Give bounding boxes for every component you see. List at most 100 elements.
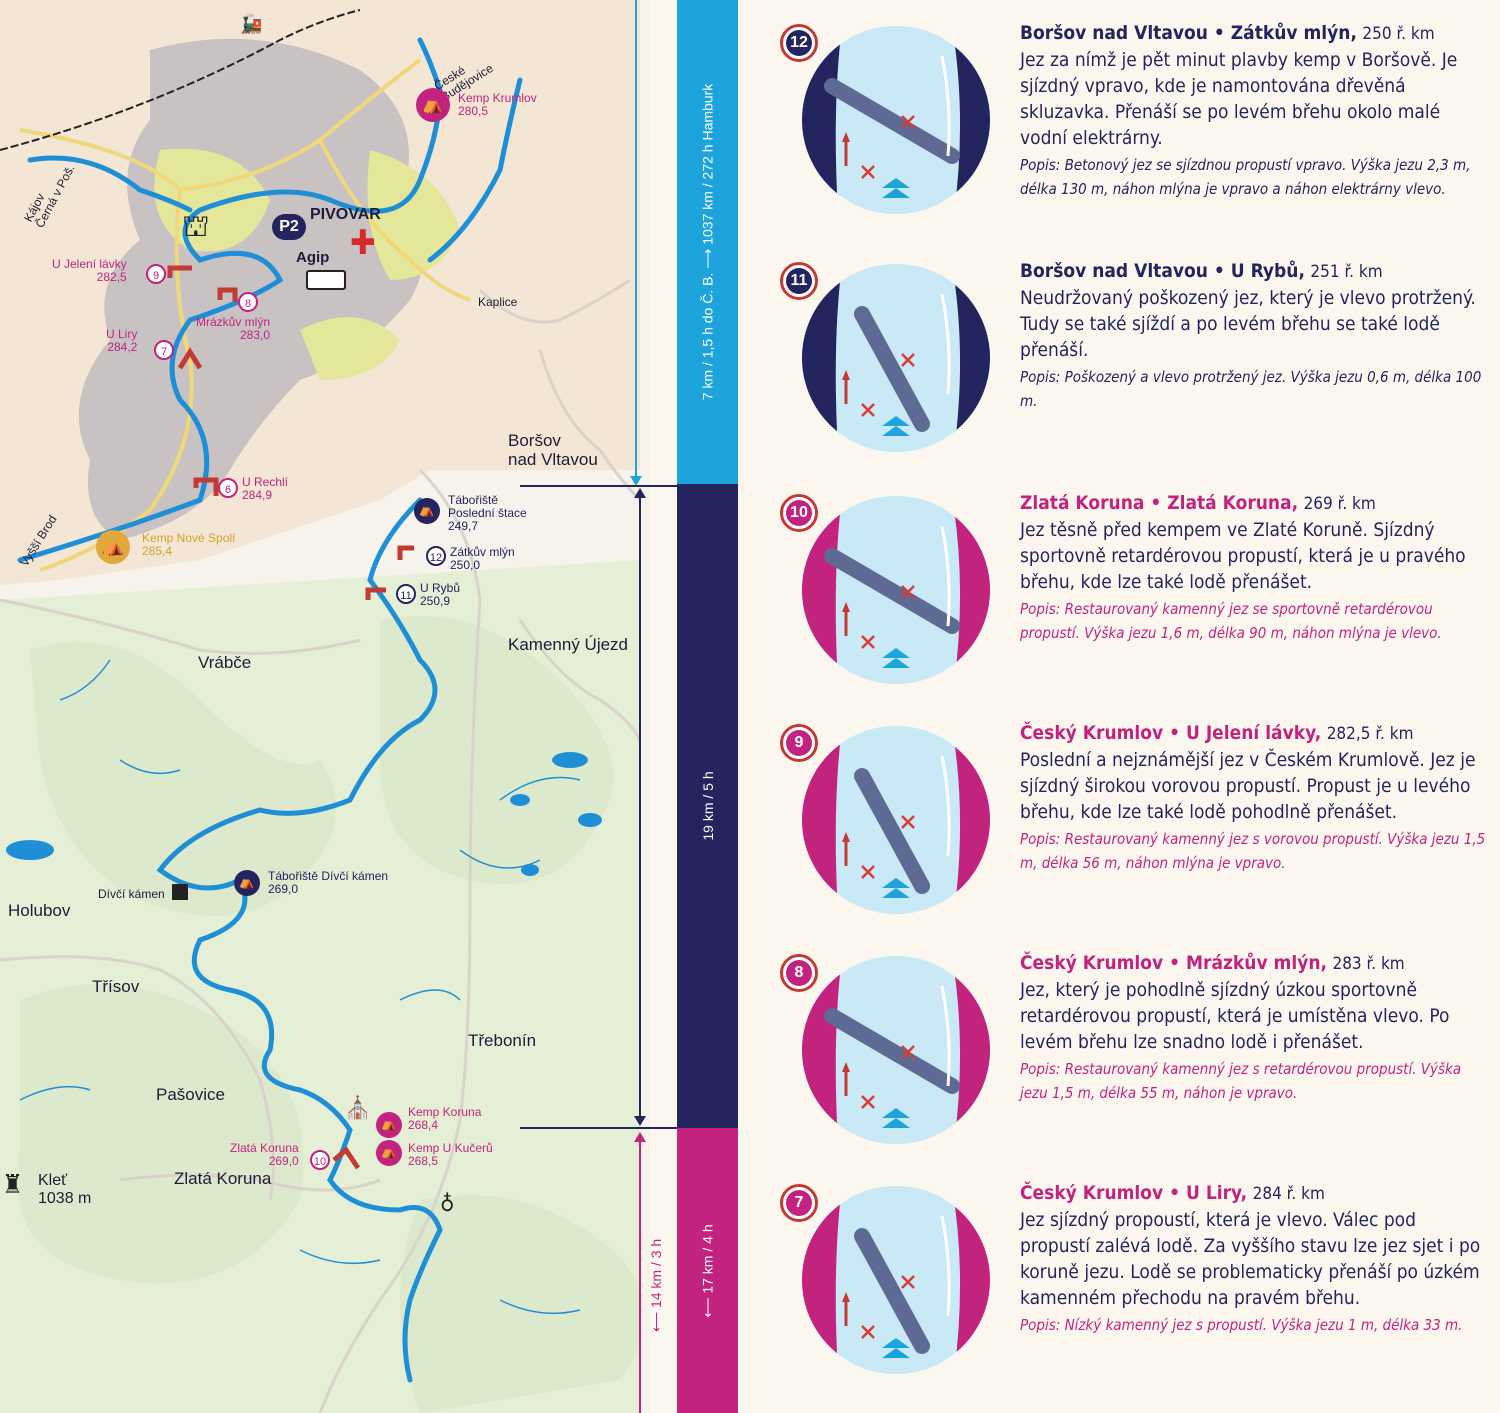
weir-km: 269 ř. km [1303, 494, 1376, 514]
weir-badge-6[interactable]: 6 [218, 478, 238, 498]
label-camp-nove-spoli: Kemp Nové Spolí 285,4 [142, 531, 236, 559]
bus-icon [306, 270, 346, 290]
distance-bar-pink: ⟵ 17 km / 4 h [677, 1128, 738, 1413]
weir-diagram-disc [802, 264, 990, 452]
weir-km: 250 ř. km [1362, 24, 1435, 44]
weir-text: Český Krumlov • U Liry, 284 ř. km Jez sj… [1020, 1180, 1490, 1337]
church-icon: ♁ [440, 1192, 455, 1217]
camp-krumlov-icon[interactable]: ⛺ [416, 88, 450, 122]
weir-title: Český Krumlov • U Liry, [1020, 1182, 1248, 1204]
distance-bar-cyan: 7 km / 1,5 h do Č. B. ⟶ 1037 km / 272 h … [677, 0, 738, 484]
weir-diagram-disc [802, 1186, 990, 1374]
label-holubov: Holubov [8, 901, 71, 920]
label-kaplice: Kaplice [478, 295, 518, 309]
weir-number: 8 [786, 960, 812, 986]
camp-koruna-icon[interactable]: ⛺ [376, 1112, 402, 1138]
label-weir-7: U Liry 284,2 [106, 327, 138, 355]
label-trebonin: Třebonín [468, 1031, 537, 1050]
weir-descriptions-panel: 12 Boršov nad Vltavou • Zátkův mlýn, 250… [740, 0, 1500, 1413]
weir-desc: Popis: Restaurovaný kamenný jez s retard… [1020, 1060, 1462, 1102]
weir-desc: Popis: Poškozený a vlevo protržený jez. … [1020, 368, 1482, 410]
label-divci-kamen: Dívčí kámen [98, 887, 165, 901]
weir-desc: Popis: Restaurovaný kamenný jez s vorovo… [1020, 830, 1486, 872]
weir-number-badge: 11 [780, 262, 818, 300]
weir-number: 10 [786, 500, 812, 526]
camp-nove-spoli-icon[interactable]: ⛺ [96, 530, 130, 564]
weir-badge-10[interactable]: 10 [310, 1150, 330, 1170]
weir-body: Jez za nímž je pět minut plavby kemp v B… [1020, 49, 1458, 149]
weir-title: Český Krumlov • Mrázkův mlýn, [1020, 952, 1328, 974]
weir-badge-8[interactable]: 8 [238, 292, 258, 312]
weir-diagram-11: 11 [780, 262, 990, 452]
camp-divci-kamen-icon[interactable]: ⛺ [234, 870, 260, 896]
distance-guides [520, 0, 680, 1413]
weir-text: Boršov nad Vltavou • Zátkův mlýn, 250 ř.… [1020, 20, 1490, 201]
weir-number: 11 [786, 268, 812, 294]
weir-diagram-disc [802, 956, 990, 1144]
weir-title: Český Krumlov • U Jelení lávky, [1020, 722, 1322, 744]
weir-desc: Popis: Restaurovaný kamenný jez se sport… [1020, 600, 1442, 642]
map[interactable]: České Budějovice Kájov Černá v Poš. Vyšš… [0, 0, 650, 1413]
weir-badge-11[interactable]: 11 [396, 584, 416, 604]
label-camp-u-kuceru: Kemp U Kučerů 268,5 [408, 1141, 493, 1169]
parking-p2-icon: P2 [272, 214, 306, 240]
weir-diagram-disc [802, 496, 990, 684]
distance-bar-cyan-label: 7 km / 1,5 h do Č. B. ⟶ 1037 km / 272 h … [699, 83, 715, 401]
weir-body: Jez, který je pohodlně sjízdný úzkou spo… [1020, 979, 1450, 1053]
weir-desc: Popis: Betonový jez se sjízdnou propustí… [1020, 156, 1471, 198]
label-zlata-koruna: Zlatá Koruna [174, 1169, 272, 1188]
weir-badge-12[interactable]: 12 [426, 546, 446, 566]
label-weir-6: U Rechlí 284,9 [242, 475, 289, 503]
label-weir-12: Zátkův mlýn 250,0 [450, 545, 515, 573]
weir-title: Boršov nad Vltavou • Zátkův mlýn, [1020, 22, 1357, 44]
label-weir-9: U Jelení lávky 282,5 [52, 257, 127, 285]
weir-number: 9 [786, 730, 812, 756]
weir-km: 283 ř. km [1332, 954, 1405, 974]
weir-title: Zlatá Koruna • Zlatá Koruna, [1020, 492, 1299, 514]
monastery-icon: ⛪ [344, 1096, 372, 1121]
ruin-icon [172, 884, 188, 900]
weir-km: 284 ř. km [1252, 1184, 1325, 1204]
weir-badge-7[interactable]: 7 [154, 340, 174, 360]
weir-desc: Popis: Nízký kamenný jez s propustí. Výš… [1020, 1316, 1463, 1334]
weir-title: Boršov nad Vltavou • U Rybů, [1020, 260, 1305, 282]
train-icon: 🚂 [240, 14, 263, 35]
weir-text: Český Krumlov • Mrázkův mlýn, 283 ř. km … [1020, 950, 1490, 1105]
weir-diagram-7: 7 [780, 1184, 990, 1374]
distance-bar-navy: 19 km / 5 h [677, 484, 738, 1128]
label-camp-krumlov: Kemp Krumlov 280,5 [458, 91, 537, 119]
label-camp-koruna: Kemp Koruna 268,4 [408, 1105, 482, 1133]
weir-diagram-8: 8 [780, 954, 990, 1144]
label-weir-10: Zlatá Koruna 269,0 [230, 1141, 299, 1169]
label-weir-8: Mrázkův mlýn 283,0 [196, 315, 271, 343]
label-trisov: Třísov [92, 977, 140, 996]
weir-km: 251 ř. km [1310, 262, 1383, 282]
weir-text: Boršov nad Vltavou • U Rybů, 251 ř. km N… [1020, 258, 1490, 413]
label-camp-divci-kamen: Tábořiště Dívčí kámen 269,0 [268, 869, 389, 897]
tower-icon: ♜ [2, 1170, 23, 1200]
weir-body: Jez sjízdný propoustí, která je vlevo. V… [1020, 1209, 1481, 1309]
distance-bar-pink-label: ⟵ 17 km / 4 h [699, 1223, 715, 1318]
weir-body: Poslední a nejznámější jez v Českém Krum… [1020, 749, 1476, 823]
label-camp-posledni-stace: Tábořiště Poslední štace 249,7 [448, 493, 527, 534]
map-canvas [0, 0, 650, 1413]
label-vrabce: Vrábče [198, 653, 252, 672]
weir-number-badge: 12 [780, 24, 818, 62]
weir-number: 12 [786, 30, 812, 56]
label-weir-11: U Rybů 250,9 [420, 581, 461, 609]
camp-u-kuceru-icon[interactable]: ⛺ [376, 1140, 402, 1166]
label-borsov: Boršov nad Vltavou [508, 431, 598, 469]
weir-number-badge: 8 [780, 954, 818, 992]
weir-diagram-12: 12 [780, 24, 990, 214]
distance-bar-navy-label: 19 km / 5 h [699, 771, 716, 841]
weir-number: 7 [786, 1190, 812, 1216]
weir-body: Jez těsně před kempem ve Zlaté Koruně. S… [1020, 519, 1466, 593]
weir-number-badge: 9 [780, 724, 818, 762]
camp-posledni-stace-icon[interactable]: ⛺ [414, 498, 440, 524]
weir-diagram-disc [802, 726, 990, 914]
weir-km: 282,5 ř. km [1326, 724, 1414, 744]
label-klet: Kleť 1038 m [38, 1172, 92, 1207]
weir-badge-9[interactable]: 9 [146, 264, 166, 284]
weir-text: Český Krumlov • U Jelení lávky, 282,5 ř.… [1020, 720, 1490, 875]
hospital-cross-icon: ✚ [350, 223, 376, 263]
